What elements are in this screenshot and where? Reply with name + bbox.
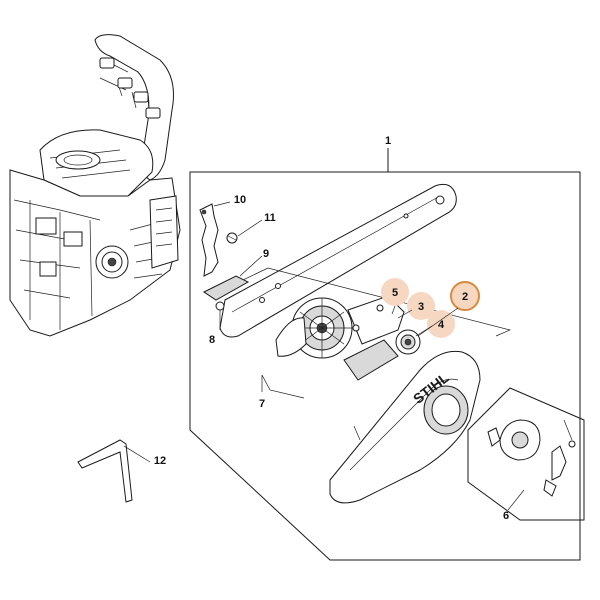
allen-key [77, 439, 133, 503]
assembly-outline [189, 171, 581, 561]
clutch-box-outline [467, 387, 585, 521]
callout-3-highlight [407, 292, 435, 320]
callout-12: 12 [154, 455, 166, 467]
callout-1: 1 [385, 135, 391, 147]
chainsaw-powerhead [9, 34, 181, 337]
callout-4-highlight [427, 310, 455, 338]
bar-nut-pin [215, 301, 225, 330]
tensioner-slide [203, 275, 250, 301]
callout-3: 3 [418, 301, 424, 313]
callout-2-highlight[interactable] [450, 281, 480, 311]
washer-plate [343, 339, 399, 381]
callout-8: 8 [209, 334, 215, 346]
callout-10: 10 [234, 194, 246, 206]
callout-7: 7 [259, 398, 265, 410]
callout-9: 9 [263, 248, 269, 260]
callout-2[interactable]: 2 [462, 291, 468, 303]
sprocket-cover [329, 350, 481, 504]
tensioner-screw [226, 232, 238, 244]
chain-sprocket [275, 297, 353, 359]
clutch-parts [487, 419, 576, 497]
callout-6: 6 [503, 510, 509, 522]
callout-11: 11 [264, 212, 276, 224]
callout-5: 5 [392, 287, 398, 299]
bar-plate [347, 295, 405, 345]
callout-5-highlight [381, 278, 409, 306]
callout-4: 4 [438, 319, 445, 331]
guide-bar [219, 183, 457, 338]
bar-nut [395, 329, 421, 355]
tensioner-spring [199, 203, 219, 277]
